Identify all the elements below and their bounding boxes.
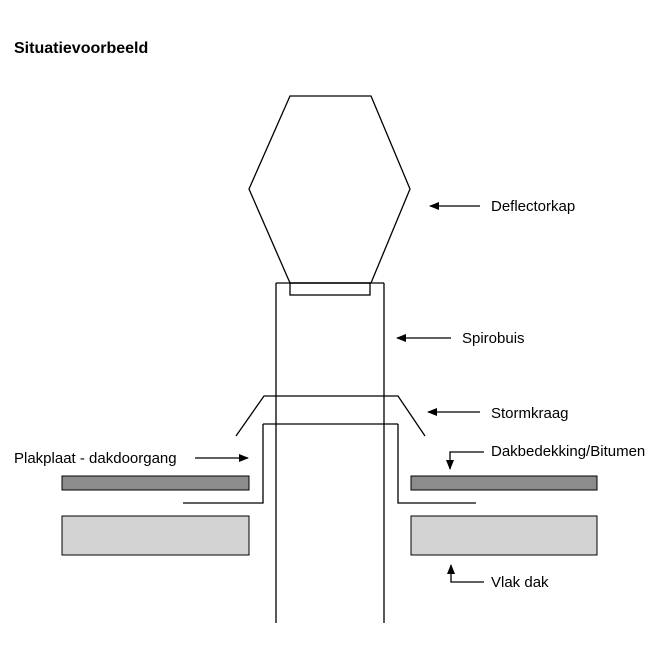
flashing-plate-left — [183, 424, 264, 504]
label-vlak-dak: Vlak dak — [491, 574, 549, 591]
label-deflectorkap: Deflectorkap — [491, 198, 575, 215]
flashing-plate-right — [397, 424, 476, 504]
bitumen-right — [410, 475, 598, 491]
label-stormkraag: Stormkraag — [491, 405, 569, 422]
storm-collar — [235, 395, 426, 437]
page-title: Situatievoorbeeld — [14, 40, 149, 57]
deflector-cap-collar — [289, 282, 371, 296]
arrow-dakbedekking — [446, 451, 484, 470]
flat-roof-right — [410, 515, 598, 556]
deflector-cap — [248, 95, 411, 284]
flat-roof-left — [61, 515, 250, 556]
label-spirobuis: Spirobuis — [462, 330, 525, 347]
label-plakplaat: Plakplaat - dakdoorgang — [14, 450, 177, 467]
arrow-vlakdak — [447, 564, 484, 583]
label-dakbedekking: Dakbedekking/Bitumen — [491, 443, 645, 460]
bitumen-left — [61, 475, 250, 491]
